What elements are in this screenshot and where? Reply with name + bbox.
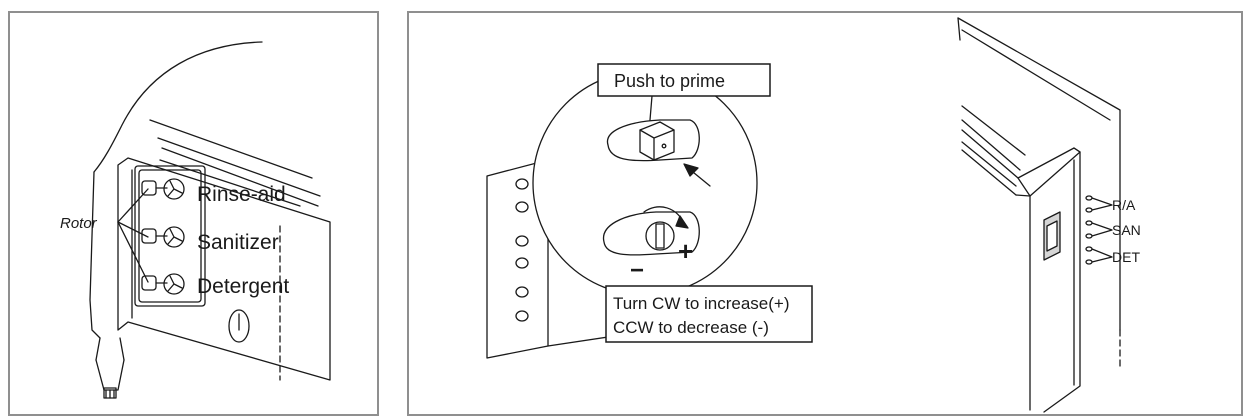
sanitizer-pump — [141, 226, 185, 248]
plus-sign: + — [678, 236, 693, 266]
side-label-san: SAN — [1112, 222, 1141, 238]
detergent-pump — [141, 273, 185, 295]
rinse-aid-pump — [141, 178, 185, 200]
side-label-det: DET — [1112, 249, 1140, 265]
side-adjustment-ports — [1085, 195, 1113, 265]
prime-callout-box — [597, 63, 771, 97]
pump-panel-illustration — [8, 11, 379, 416]
sanitizer-label: Sanitizer — [197, 231, 279, 254]
cabinet-outline — [957, 17, 1121, 413]
minus-sign: − — [630, 257, 644, 284]
rotor-leader-lines — [117, 188, 149, 283]
power-knob-icon — [228, 309, 250, 343]
machine-housing-outline — [89, 41, 331, 381]
callout-leader — [649, 95, 653, 121]
pump-ports — [515, 178, 529, 322]
hose-nozzle — [95, 359, 125, 399]
adjust-callout-line1: Turn CW to increase(+) — [613, 294, 790, 313]
power-switch — [1043, 211, 1061, 261]
prime-button — [606, 119, 700, 162]
adjustment-dial — [602, 206, 700, 256]
rotor-label: Rotor — [60, 215, 98, 232]
rinse-aid-label: Rinse-aid — [197, 183, 286, 206]
detergent-label: Detergent — [197, 275, 289, 298]
magnifier-circle — [532, 70, 758, 296]
prime-callout-text: Push to prime — [614, 71, 725, 91]
adjust-callout-box — [605, 285, 813, 343]
push-arrow-icon — [683, 163, 711, 187]
adjust-callout-line2: CCW to decrease (-) — [613, 318, 769, 337]
side-label-ra: R/A — [1112, 197, 1136, 213]
pump-tray — [134, 165, 206, 307]
